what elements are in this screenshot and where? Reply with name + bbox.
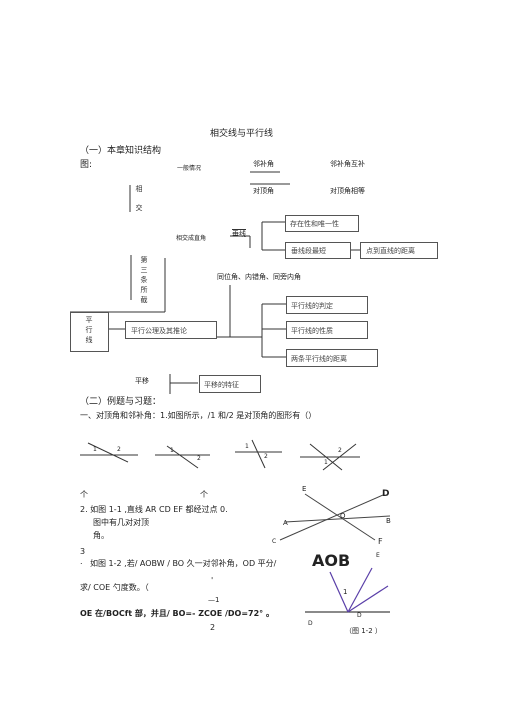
question-3-line-3: OE 在/BOCft 部，并且/ BO=- ZCOE /DO=72° 。 xyxy=(80,609,274,618)
label-perpendicular: 垂线 xyxy=(232,229,246,238)
fig1a-label-1: 1 xyxy=(93,446,97,453)
fig12-label-D-left: D xyxy=(308,620,313,627)
section-heading-2: （二）例题与习题： xyxy=(80,397,162,407)
box-parallel-lines: 平 行 线 xyxy=(70,312,109,352)
count-label-mid: 个 xyxy=(200,490,208,499)
fig1d-label-2: 2 xyxy=(338,447,342,454)
fig11-label-B: B xyxy=(386,517,391,525)
figure-1-2 xyxy=(305,567,390,613)
third-line-char-1: 第 xyxy=(140,256,148,264)
fig1b-label-2: 2 xyxy=(197,455,201,462)
question-3-line-1: 如图 1-2 ,若/ AOBW / BO 久一对邻补角，OD 平分/ xyxy=(90,559,277,568)
box-point-line-distance: 点到直线的距离 xyxy=(360,242,438,259)
fig1d-label-1: 1 xyxy=(324,459,328,466)
fig11-label-E: E xyxy=(302,485,307,493)
third-line-char-5: 截 xyxy=(140,296,148,304)
question-2-line-2: 图中有几对对顶 xyxy=(93,518,149,527)
box-parallel-distance: 两条平行线的距离 xyxy=(286,349,378,367)
label-general-case: 一般情况 xyxy=(177,165,202,172)
box-parallel-judgement: 平行线的判定 xyxy=(286,296,368,314)
label-angle-types: 同位角、内错角、同旁内角 xyxy=(217,273,301,281)
label-vertical-angles: 对顶角 xyxy=(253,187,274,195)
page-title: 相交线与平行线 xyxy=(210,129,274,139)
box-parallel-properties: 平行线的性质 xyxy=(286,321,368,339)
question-2-line-3: 角。 xyxy=(93,531,109,540)
question-3-dot: . xyxy=(80,557,83,566)
question-3-fraction-top: —1 xyxy=(208,596,220,604)
box-exist-unique: 存在性和唯一性 xyxy=(285,215,359,232)
intersect-char-2: 交 xyxy=(135,204,143,212)
fig1c-label-1: 1 xyxy=(245,443,249,450)
question-3-fraction-bottom: 2 xyxy=(210,623,216,632)
fig11-label-O: O xyxy=(340,512,346,520)
third-line-char-4: 所 xyxy=(140,286,148,294)
fig1b-label-1: 1 xyxy=(170,447,174,454)
figure-1-1 xyxy=(279,493,391,541)
label-intersect-right-angle: 相交成直角 xyxy=(176,235,207,242)
box-shortest: 垂线段最短 xyxy=(285,242,351,259)
question-2-line-1: 2. 如图 1-1 ,直线 AR CD EF 都经过点 0. xyxy=(80,505,228,514)
question-3-aob: AOB xyxy=(312,551,351,570)
third-line-char-2: 三 xyxy=(140,266,148,274)
label-translation: 平移 xyxy=(135,377,149,385)
intersect-char-1: 相 xyxy=(135,185,143,193)
label-adjacent-supplementary: 邻补角 xyxy=(253,160,274,168)
third-line-char-3: 条 xyxy=(140,276,148,284)
fig12-label-1: 1 xyxy=(343,588,348,596)
fig11-label-C: C xyxy=(272,538,277,545)
section-heading-cont: 图: xyxy=(80,160,93,170)
question-1: 一、对顶角和邻补角：1.如图所示，/1 和/2 是对顶角的图形有（） xyxy=(80,411,317,420)
figure-1-angles xyxy=(80,439,360,471)
fig12-label-E: E xyxy=(376,552,380,559)
section-heading: （一）本章知识结构 xyxy=(80,146,162,156)
figure-caption: （图 1-2 ） xyxy=(345,627,382,635)
fig1c-label-2: 2 xyxy=(264,453,268,460)
fig1a-label-2: 2 xyxy=(117,446,121,453)
label-adjacent-supplementary-prop: 邻补角互补 xyxy=(330,160,365,168)
box-translation-feature: 平移的特征 xyxy=(199,375,261,393)
count-label-left: 个 xyxy=(80,490,88,499)
fig11-label-D: D xyxy=(382,489,390,499)
question-3-line-2: 求/ COE 勺度数。（ xyxy=(80,583,149,592)
box-parallel-axiom: 平行公理及其推论 xyxy=(125,321,217,339)
fig11-label-F: F xyxy=(378,537,383,546)
label-vertical-angles-prop: 对顶角相等 xyxy=(330,187,365,195)
question-3-tick: ' xyxy=(211,576,214,585)
fig12-label-D-right: D xyxy=(357,612,362,619)
fig11-label-A: A xyxy=(283,519,288,527)
question-3-number: 3 xyxy=(80,547,86,556)
